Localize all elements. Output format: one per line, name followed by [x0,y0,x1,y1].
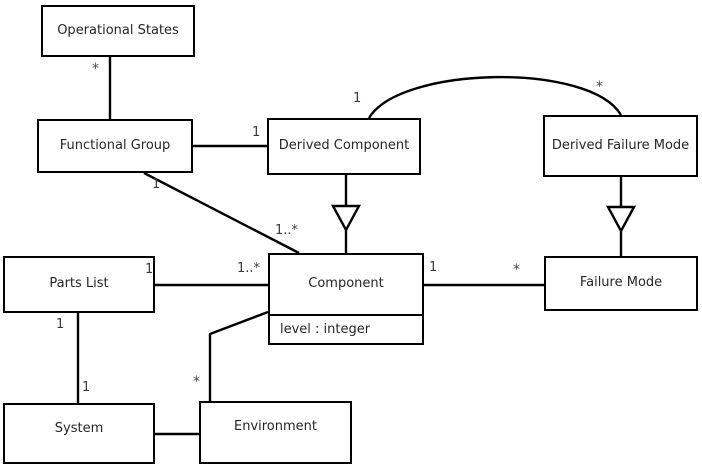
multiplicity-functional-group-derived-component: 1 [252,125,261,140]
multiplicity-derived-failure-mode-arc-target: * [596,79,603,95]
class-box-operational-states[interactable]: Operational States [41,5,195,57]
multiplicity-functional-group-component-source: 1 [152,177,161,192]
class-box-environment[interactable]: Environment [199,401,352,464]
class-name-environment: Environment [233,419,317,435]
class-name-derived-failure-mode: Derived Failure Mode [551,137,690,153]
multiplicity-component-failure-mode-target: * [513,262,520,278]
multiplicity-functional-group-component-target: 1..* [275,223,299,238]
edge-functional-group-component [143,171,300,255]
multiplicity-derived-component-arc-source: 1 [353,91,362,106]
edge-environment-component [208,310,269,401]
class-box-derived-failure-mode[interactable]: Derived Failure Mode [543,115,698,177]
class-name-system: System [54,421,104,437]
multiplicity-parts-list-component-source: 1 [145,262,154,277]
hollow-triangle-icon-derived-failure-mode [605,205,637,234]
class-name-derived-component: Derived Component [278,138,410,154]
multiplicity-parts-list-system-target: 1 [82,380,91,395]
class-attribute-component-level: level : integer [270,314,422,343]
edge-derived-component-derived-failure-mode [367,75,623,119]
class-name-component: Component [308,276,384,292]
hollow-triangle-icon-derived-component [330,204,362,233]
multiplicity-component-failure-mode-source: 1 [429,260,438,275]
multiplicity-parts-list-system-source: 1 [56,317,65,332]
class-name-operational-states: Operational States [57,22,179,38]
multiplicity-operational-states-functional-group: * [92,61,99,77]
class-box-component[interactable]: Component level : integer [268,253,424,345]
class-box-system[interactable]: System [3,403,155,464]
class-box-functional-group[interactable]: Functional Group [37,119,193,173]
class-name-functional-group: Functional Group [59,137,171,153]
multiplicity-parts-list-component-target: 1..* [237,261,261,276]
class-name-parts-list: Parts List [49,276,109,292]
class-name-failure-mode: Failure Mode [579,275,663,291]
class-box-failure-mode[interactable]: Failure Mode [544,256,698,311]
class-box-derived-component[interactable]: Derived Component [267,118,421,175]
multiplicity-environment-component: * [193,374,200,390]
class-box-parts-list[interactable]: Parts List [3,256,155,313]
